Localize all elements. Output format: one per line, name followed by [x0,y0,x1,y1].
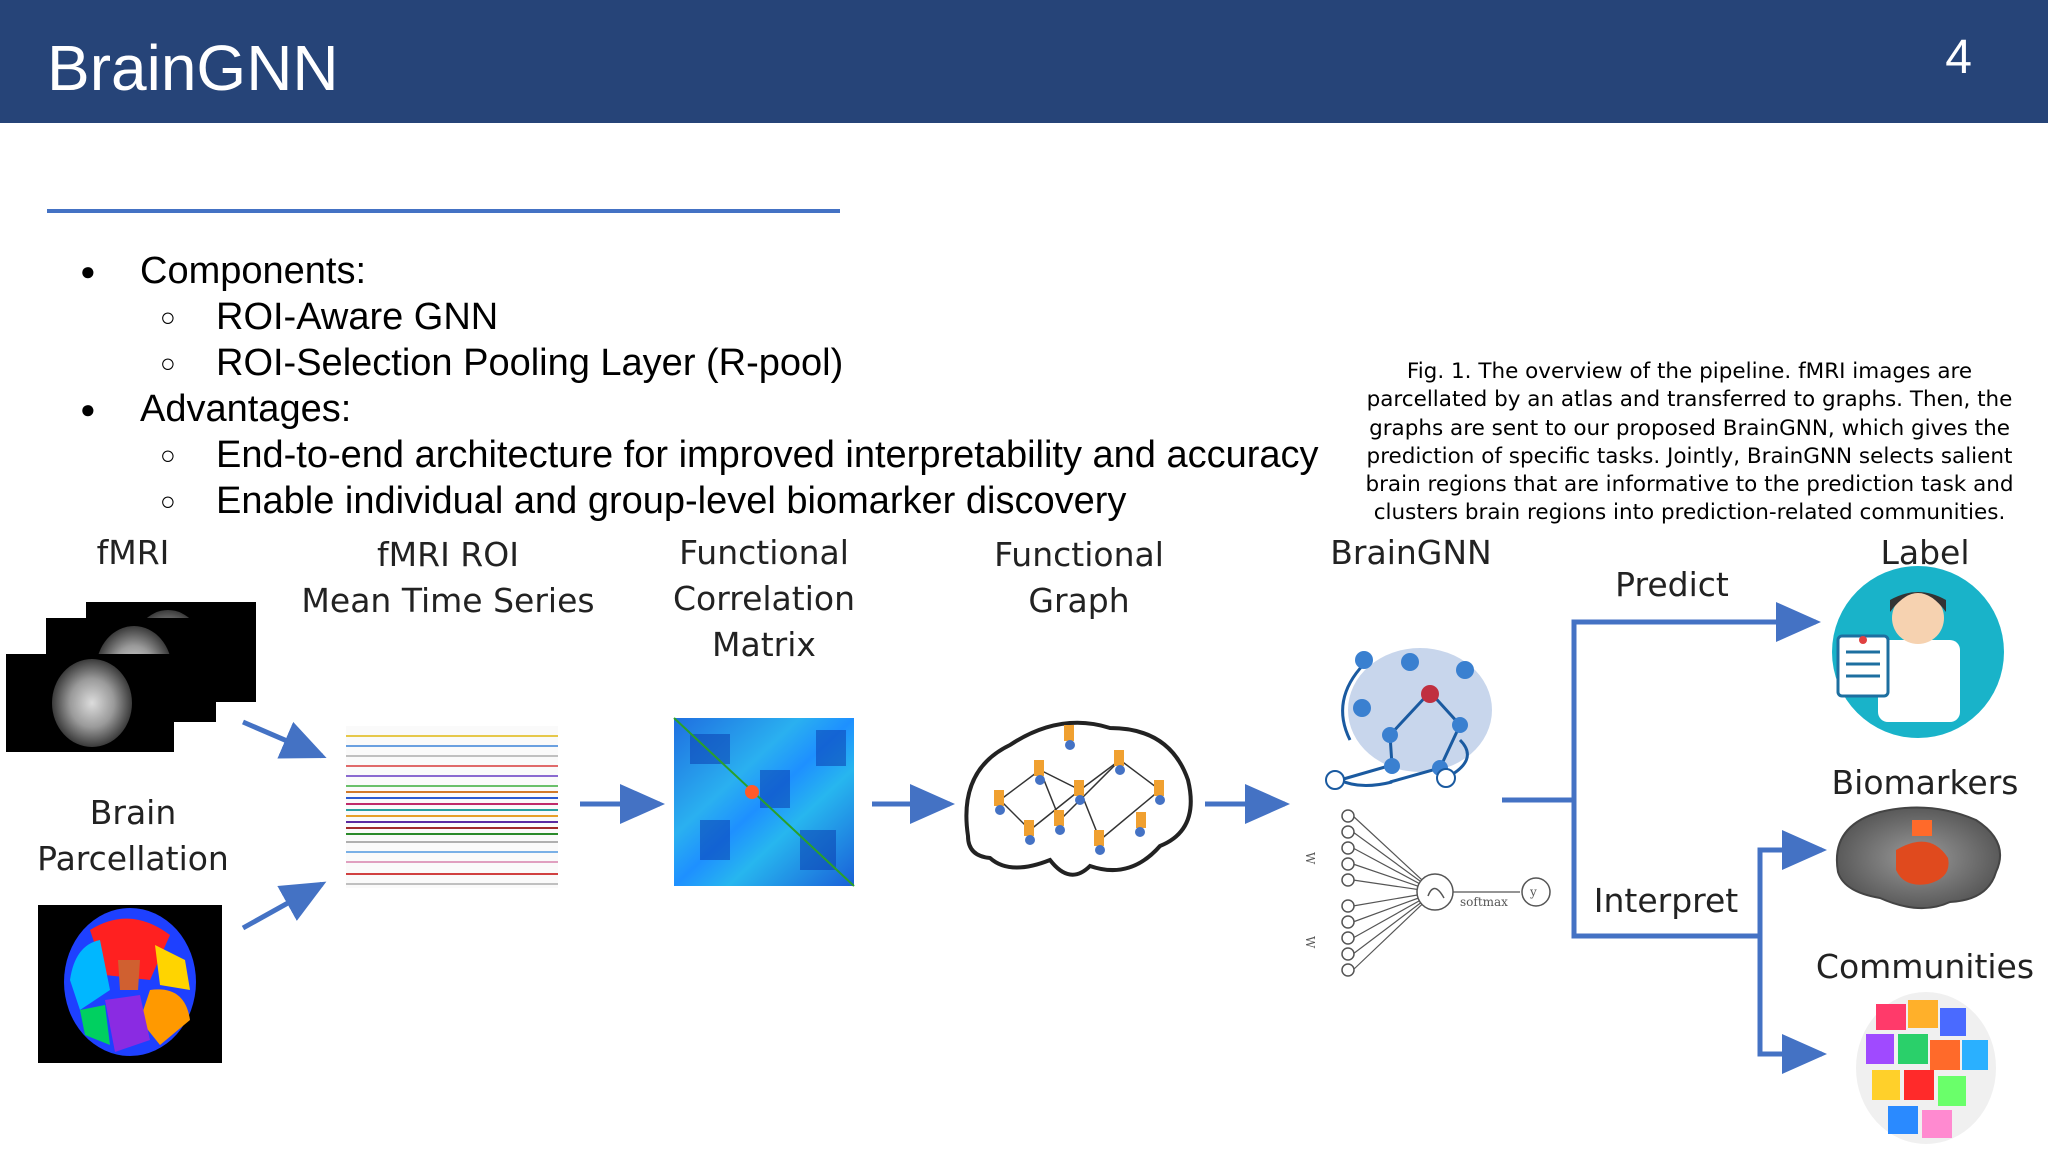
functional-graph-image [964,720,1193,877]
label-mean-time-series: Mean Time Series [301,581,595,620]
label-brain: Brain [89,793,177,832]
title-bar: BrainGNN 4 [0,0,2048,123]
label-correlation: Correlation [673,579,855,618]
pipeline-figure: fMRI Brain Parcellation fMRI ROI Mean Ti… [0,520,2048,1152]
caption-line: brain regions that are informative to th… [1365,472,2014,498]
label-matrix: Matrix [712,625,816,664]
title-underline [47,209,840,213]
label-braingnn: BrainGNN [1330,533,1492,572]
bullet-advantages: Advantages: [80,386,1319,432]
braingnn-graph-image [1325,648,1492,790]
label-functional-graph-2: Graph [1028,581,1130,620]
communities-brain-image [1856,992,1996,1144]
sub-bullet: ROI-Aware GNN [80,294,1319,340]
caption-line: clusters brain regions into prediction-r… [1373,500,2006,526]
pipeline-arrows [241,602,1827,1074]
doctor-icon [1832,566,2004,738]
label-fmri: fMRI [96,533,170,572]
label-parcellation: Parcellation [37,839,229,878]
caption-line: Fig. 1. The overview of the pipeline. fM… [1406,359,1973,384]
sub-bullet: ROI-Selection Pooling Layer (R-pool) [80,340,1319,386]
correlation-matrix-image [673,717,855,887]
slide-title: BrainGNN [47,32,339,104]
label-functional-graph-1: Functional [994,535,1164,574]
w1-label: W [1303,852,1317,865]
y-label: y [1529,885,1537,899]
softmax-label: softmax [1460,895,1508,909]
brain-parcellation-image [38,905,222,1063]
fmri-scans-image [6,602,256,752]
bullet-components: Components: [80,248,1319,294]
caption-line: parcellated by an atlas and transferred … [1366,387,2013,413]
label-biomarkers: Biomarkers [1831,763,2019,802]
caption-line: prediction of specific tasks. Jointly, B… [1366,443,2013,469]
biomarkers-brain-image [1835,806,2001,910]
w2-label: W [1303,936,1317,949]
page-number: 4 [1945,31,1972,84]
label-functional: Functional [679,533,849,572]
figure-caption: Fig. 1. The overview of the pipeline. fM… [1352,358,2027,528]
time-series-image [346,726,558,888]
label-label: Label [1880,533,1970,572]
pipeline-diagram-graphics: softmax y W W [6,566,2004,1144]
braingnn-network-image: softmax y W W [1303,809,1551,977]
sub-bullet: End-to-end architecture for improved int… [80,432,1319,478]
sub-bullet: Enable individual and group-level biomar… [80,478,1319,524]
label-interpret: Interpret [1593,881,1739,920]
label-fmri-roi: fMRI ROI [377,535,519,574]
bullet-list: Components: ROI-Aware GNN ROI-Selection … [80,248,1319,524]
label-predict: Predict [1615,565,1729,604]
label-communities: Communities [1815,947,2035,986]
caption-line: graphs are sent to our proposed BrainGNN… [1369,415,2010,441]
